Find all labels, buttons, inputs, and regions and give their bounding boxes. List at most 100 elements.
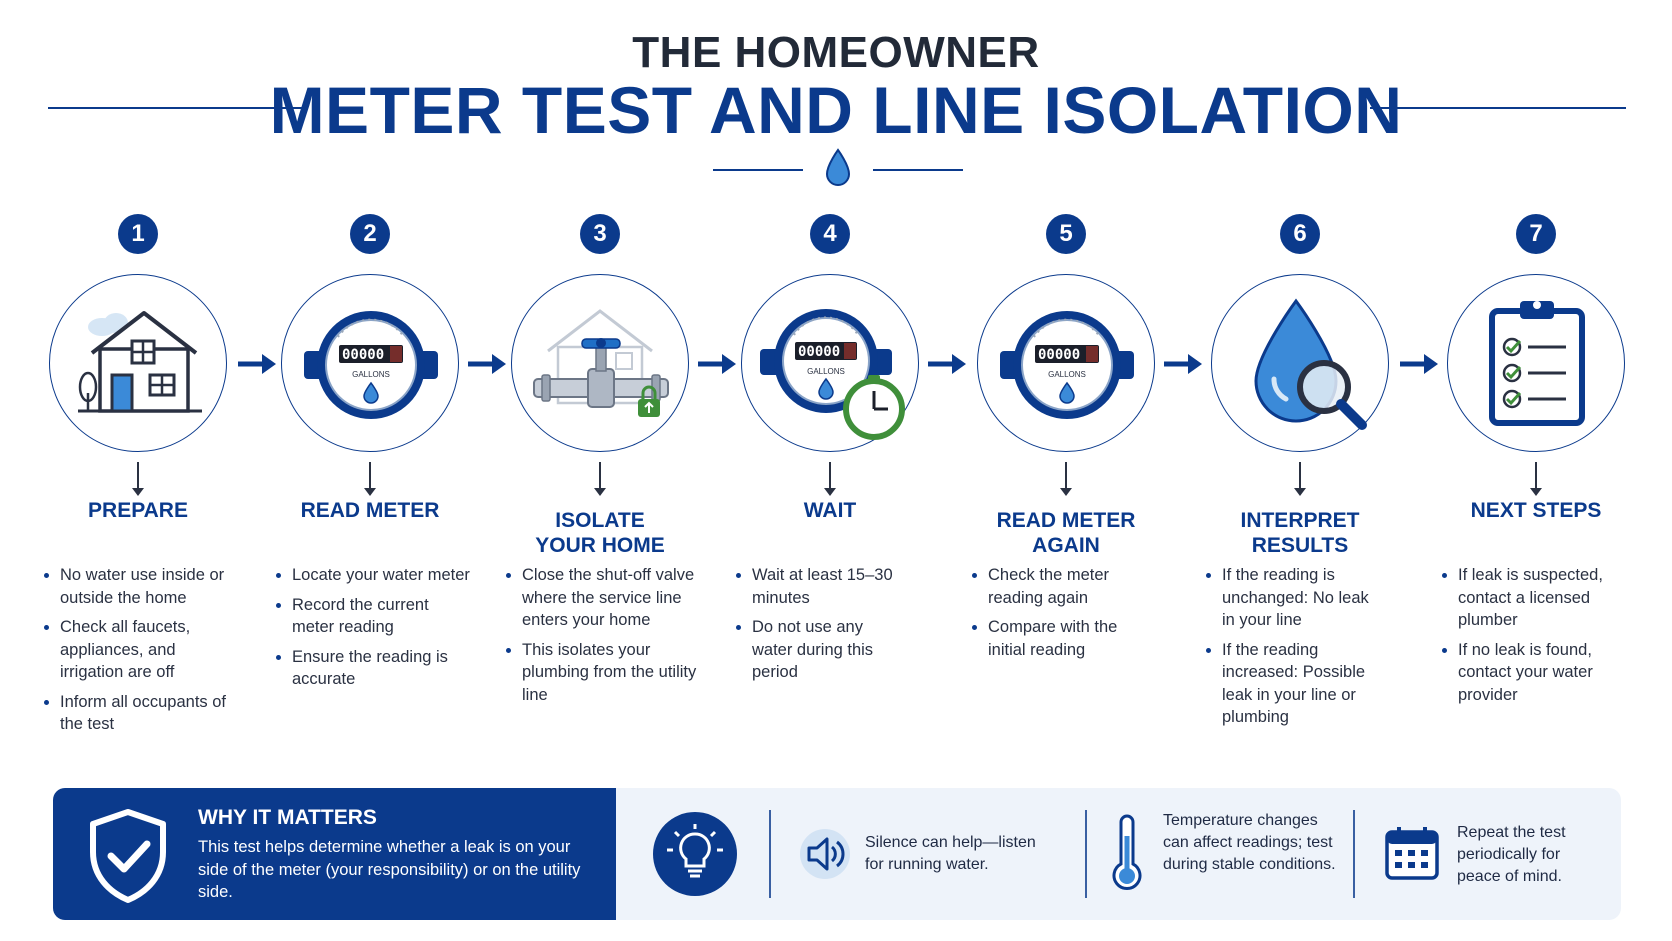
lightbulb-icon xyxy=(653,812,737,896)
drop-magnifier-icon xyxy=(1254,298,1367,430)
water-meter-icon: 00000 GALLONS xyxy=(304,311,438,419)
list-item: Compare with the initial reading xyxy=(966,616,1146,661)
step-number: 2 xyxy=(350,214,390,254)
list-item: Ensure the reading is accurate xyxy=(270,646,470,691)
step-title: INTERPRET RESULTS xyxy=(1240,509,1360,557)
list-item: Locate your water meter xyxy=(270,564,470,587)
why-title: WHY IT MATTERS xyxy=(198,806,377,829)
step-number: 5 xyxy=(1046,214,1086,254)
drop-rule-left xyxy=(713,169,803,171)
step-icon-circle: 00000 GALLONS xyxy=(977,274,1155,452)
why-text: This test helps determine whether a leak… xyxy=(198,838,581,901)
list-item: Check the meter reading again xyxy=(966,564,1146,609)
step-title: READ METER AGAIN xyxy=(996,509,1136,557)
down-arrow-icon xyxy=(824,462,836,496)
list-item: This isolates your plumbing from the uti… xyxy=(500,639,700,707)
step-icon-circle: 00000 GALLONS xyxy=(281,274,459,452)
right-arrow-icon xyxy=(1164,354,1202,374)
title-rule-left xyxy=(48,107,304,109)
list-item: Check all faucets, appliances, and irrig… xyxy=(38,616,238,684)
meter-digits: 00000 xyxy=(342,347,384,363)
thermometer-icon xyxy=(1112,814,1142,891)
step-isolate-home: 3 ISOLATE YOUR HOME Close the shut-off v… xyxy=(500,214,700,704)
divider xyxy=(769,810,771,898)
step-number: 6 xyxy=(1280,214,1320,254)
title-rule-right xyxy=(1370,107,1626,109)
why-it-matters-panel: WHY IT MATTERS This test helps determine… xyxy=(53,788,616,920)
shield-check-icon xyxy=(90,809,166,903)
meter-unit: GALLONS xyxy=(352,370,390,379)
step-wait: 4 00000 GALLONS WAIT Wait at least 15–30… xyxy=(730,214,930,681)
right-arrow-icon xyxy=(928,354,966,374)
shutoff-valve-icon xyxy=(533,309,669,417)
page-supertitle: THE HOMEOWNER xyxy=(632,28,1040,77)
meter-timer-icon: 00000 GALLONS xyxy=(760,309,905,440)
list-item: Wait at least 15–30 minutes xyxy=(730,564,900,609)
drop-rule-right xyxy=(873,169,963,171)
step-bullets: If leak is suspected, contact a licensed… xyxy=(1436,564,1626,713)
step-bullets: Wait at least 15–30 minutes Do not use a… xyxy=(730,564,900,691)
list-item: If the reading is unchanged: No leak in … xyxy=(1200,564,1380,632)
step-bullets: If the reading is unchanged: No leak in … xyxy=(1200,564,1380,736)
step-icon-circle xyxy=(1447,274,1625,452)
meter-unit: GALLONS xyxy=(807,367,845,376)
step-number: 4 xyxy=(810,214,850,254)
list-item: Record the current meter reading xyxy=(270,594,470,639)
tip-text: Repeat the test periodically for peace o… xyxy=(1457,824,1566,885)
step-icon-circle xyxy=(49,274,227,452)
tip-text: Silence can help—listen for running wate… xyxy=(865,834,1036,873)
right-arrow-icon xyxy=(698,354,736,374)
list-item: Inform all occupants of the test xyxy=(38,691,238,736)
step-read-meter-again: 5 00000 GALLONS READ METER AGAIN Check t… xyxy=(966,214,1166,659)
step-number: 3 xyxy=(580,214,620,254)
meter-digits: 00000 xyxy=(1038,347,1080,363)
header: THE HOMEOWNER METER TEST AND LINE ISOLAT… xyxy=(0,0,1672,200)
step-read-meter: 2 00000 GALLONS READ METER Locate your w… xyxy=(270,214,470,688)
step-icon-circle xyxy=(1211,274,1389,452)
list-item: Do not use any water during this period xyxy=(730,616,900,684)
step-title: ISOLATE YOUR HOME xyxy=(535,509,665,557)
divider xyxy=(1353,810,1355,898)
step-title: READ METER xyxy=(300,499,440,522)
page-title: METER TEST AND LINE ISOLATION xyxy=(269,73,1403,147)
meter-unit: GALLONS xyxy=(1048,370,1086,379)
step-icon-circle: 00000 GALLONS xyxy=(741,274,919,452)
down-arrow-icon xyxy=(594,462,606,496)
list-item: Close the shut-off valve where the servi… xyxy=(500,564,700,632)
step-next-steps: 7 NEXT STEPS If leak is suspected, conta… xyxy=(1436,214,1636,704)
down-arrow-icon xyxy=(1294,462,1306,496)
water-drop-icon xyxy=(825,148,851,186)
step-number: 7 xyxy=(1516,214,1556,254)
step-icon-circle xyxy=(511,274,689,452)
house-icon xyxy=(78,311,202,413)
down-arrow-icon xyxy=(364,462,376,496)
right-arrow-icon xyxy=(1400,354,1438,374)
water-meter-icon: 00000 GALLONS xyxy=(1000,311,1134,419)
step-prepare: 1 PREPARE No water use inside or outside… xyxy=(38,214,238,733)
right-arrow-icon xyxy=(468,354,506,374)
checklist-icon xyxy=(1489,301,1585,426)
meter-digits: 00000 xyxy=(798,344,840,360)
footer-panel: WHY IT MATTERS This test helps determine… xyxy=(53,788,1621,920)
list-item: If leak is suspected, contact a licensed… xyxy=(1436,564,1626,632)
list-item: If no leak is found, contact your water … xyxy=(1436,639,1626,707)
step-bullets: Close the shut-off valve where the servi… xyxy=(500,564,700,713)
step-title: WAIT xyxy=(803,499,857,522)
step-interpret-results: 6 INTERPRET RESULTS If the reading is un… xyxy=(1200,214,1400,726)
divider xyxy=(1085,810,1087,898)
list-item: No water use inside or outside the home xyxy=(38,564,238,609)
step-bullets: No water use inside or outside the home … xyxy=(38,564,238,743)
down-arrow-icon xyxy=(1530,462,1542,496)
step-title: PREPARE xyxy=(88,499,188,522)
step-bullets: Check the meter reading again Compare wi… xyxy=(966,564,1146,668)
step-title: NEXT STEPS xyxy=(1470,499,1602,522)
step-bullets: Locate your water meter Record the curre… xyxy=(270,564,470,698)
right-arrow-icon xyxy=(238,354,276,374)
tip-text: Temperature changes can affect readings;… xyxy=(1163,812,1336,873)
list-item: If the reading increased: Possible leak … xyxy=(1200,639,1380,729)
down-arrow-icon xyxy=(1060,462,1072,496)
speaker-icon xyxy=(800,829,850,879)
down-arrow-icon xyxy=(132,462,144,496)
calendar-icon xyxy=(1385,827,1439,880)
step-number: 1 xyxy=(118,214,158,254)
